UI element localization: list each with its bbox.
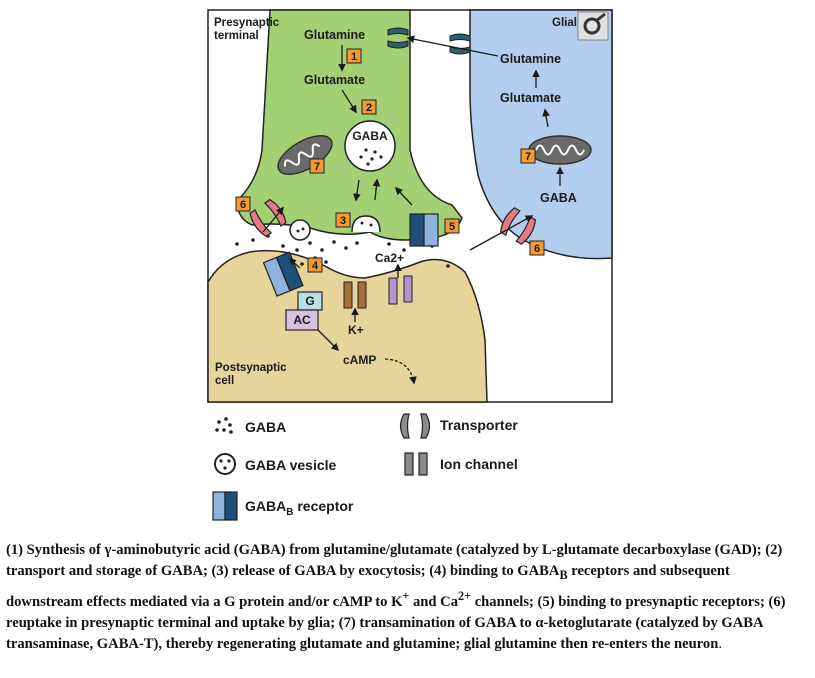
gaba-glia-label: GABA (540, 191, 577, 205)
legend-transporter-icon (399, 413, 431, 439)
figure-caption: (1) Synthesis of γ-aminobutyric acid (GA… (6, 542, 786, 652)
svg-text:5: 5 (449, 221, 455, 233)
glial-cell (469, 9, 613, 260)
arrow-vesicle-down (353, 179, 361, 202)
gabab-receptor-presynaptic (409, 213, 439, 247)
legend-gabab-receptor-icon (212, 491, 238, 521)
step-box-4: 4 (307, 257, 323, 273)
g-protein-label: G (305, 294, 314, 308)
legend-ion-channel-label: Ion channel (440, 456, 518, 472)
transporter-presynaptic (249, 198, 287, 238)
svg-text:1: 1 (351, 51, 357, 63)
glial-label: Glial (552, 17, 577, 29)
svg-text:7: 7 (314, 161, 320, 173)
transporter-glia-top (387, 27, 471, 55)
arrow-gaba-to-receptor (288, 258, 301, 269)
camp-label: cAMP (343, 353, 376, 367)
step-box-7-pre: 7 (309, 158, 325, 174)
svg-text:6: 6 (534, 243, 540, 255)
ca-label: Ca2+ (375, 251, 404, 265)
glutamate-pre-label: Glutamate (304, 73, 365, 87)
legend-transporter-label: Transporter (440, 417, 518, 433)
legend-gaba-vesicle-icon (214, 453, 236, 475)
legend-ion-channel-icon (404, 452, 428, 476)
svg-text:3: 3 (340, 215, 346, 227)
presynaptic-label: Presynaptic terminal (214, 17, 282, 42)
glutamate-glia-label: Glutamate (500, 91, 561, 105)
mitochondrion-glia (528, 135, 592, 165)
arrow-camp-downstream (384, 358, 417, 385)
glial-key-icon (577, 11, 609, 41)
arrow-mito-to-glutamate-glia (542, 108, 550, 128)
presynaptic-label-line1: Presynaptic (214, 17, 280, 29)
gabab-receptor-postsynaptic (262, 251, 304, 297)
svg-text:6: 6 (240, 199, 246, 211)
step-box-6-pre: 6 (235, 196, 251, 212)
arrow-reuptake-pre (262, 206, 284, 233)
step-box-3: 3 (335, 212, 351, 228)
step-box-5: 5 (444, 218, 460, 234)
exocytosis-vesicles (289, 215, 381, 241)
glutamine-pre-label: Glutamine (304, 28, 365, 42)
legend-gabab-receptor-label: GABAB receptor (245, 498, 354, 518)
postsynaptic-label-line1: Postsynaptic (215, 362, 287, 374)
gaba-vesicle: GABA (344, 120, 396, 172)
svg-text:7: 7 (525, 151, 531, 163)
legend-gaba-icon (215, 417, 233, 434)
step-box-7-glia: 7 (520, 148, 536, 164)
step-box-2: 2 (361, 99, 377, 115)
arrow-uptake-glia (469, 215, 534, 251)
arrow-ac-to-camp (317, 329, 340, 352)
k-channel (343, 281, 367, 309)
postsynaptic-label-line2: cell (215, 375, 234, 387)
svg-text:4: 4 (312, 260, 319, 272)
g-protein: G (297, 291, 323, 311)
svg-text:2: 2 (366, 102, 372, 114)
k-label: K+ (348, 323, 364, 337)
step-box-1: 1 (346, 48, 362, 64)
arrow-glutamine-to-neuron (406, 35, 499, 57)
legend-gaba-label: GABA (245, 419, 286, 435)
legend-gaba-vesicle-label: GABA vesicle (245, 457, 337, 473)
adenylyl-cyclase: AC (285, 309, 319, 331)
ca-channel (388, 275, 413, 305)
gaba-vesicle-label: GABA (352, 129, 388, 143)
presynaptic-label-line2: terminal (214, 30, 259, 42)
legend: GABA GABA vesicle GABAB receptor Transpo… (212, 413, 518, 521)
arrow-glutamate-to-gaba (341, 89, 357, 114)
postsynaptic-label: Postsynaptic cell (215, 362, 290, 387)
arrow-from-receptor (394, 186, 413, 206)
glutamine-glia-label: Glutamine (500, 52, 561, 66)
arrow-vesicle-up (372, 178, 381, 201)
ac-label: AC (293, 313, 311, 327)
gaba-synapse-diagram: Presynaptic terminal Glial Postsynaptic … (207, 9, 613, 521)
step-box-6-glia: 6 (529, 240, 545, 256)
